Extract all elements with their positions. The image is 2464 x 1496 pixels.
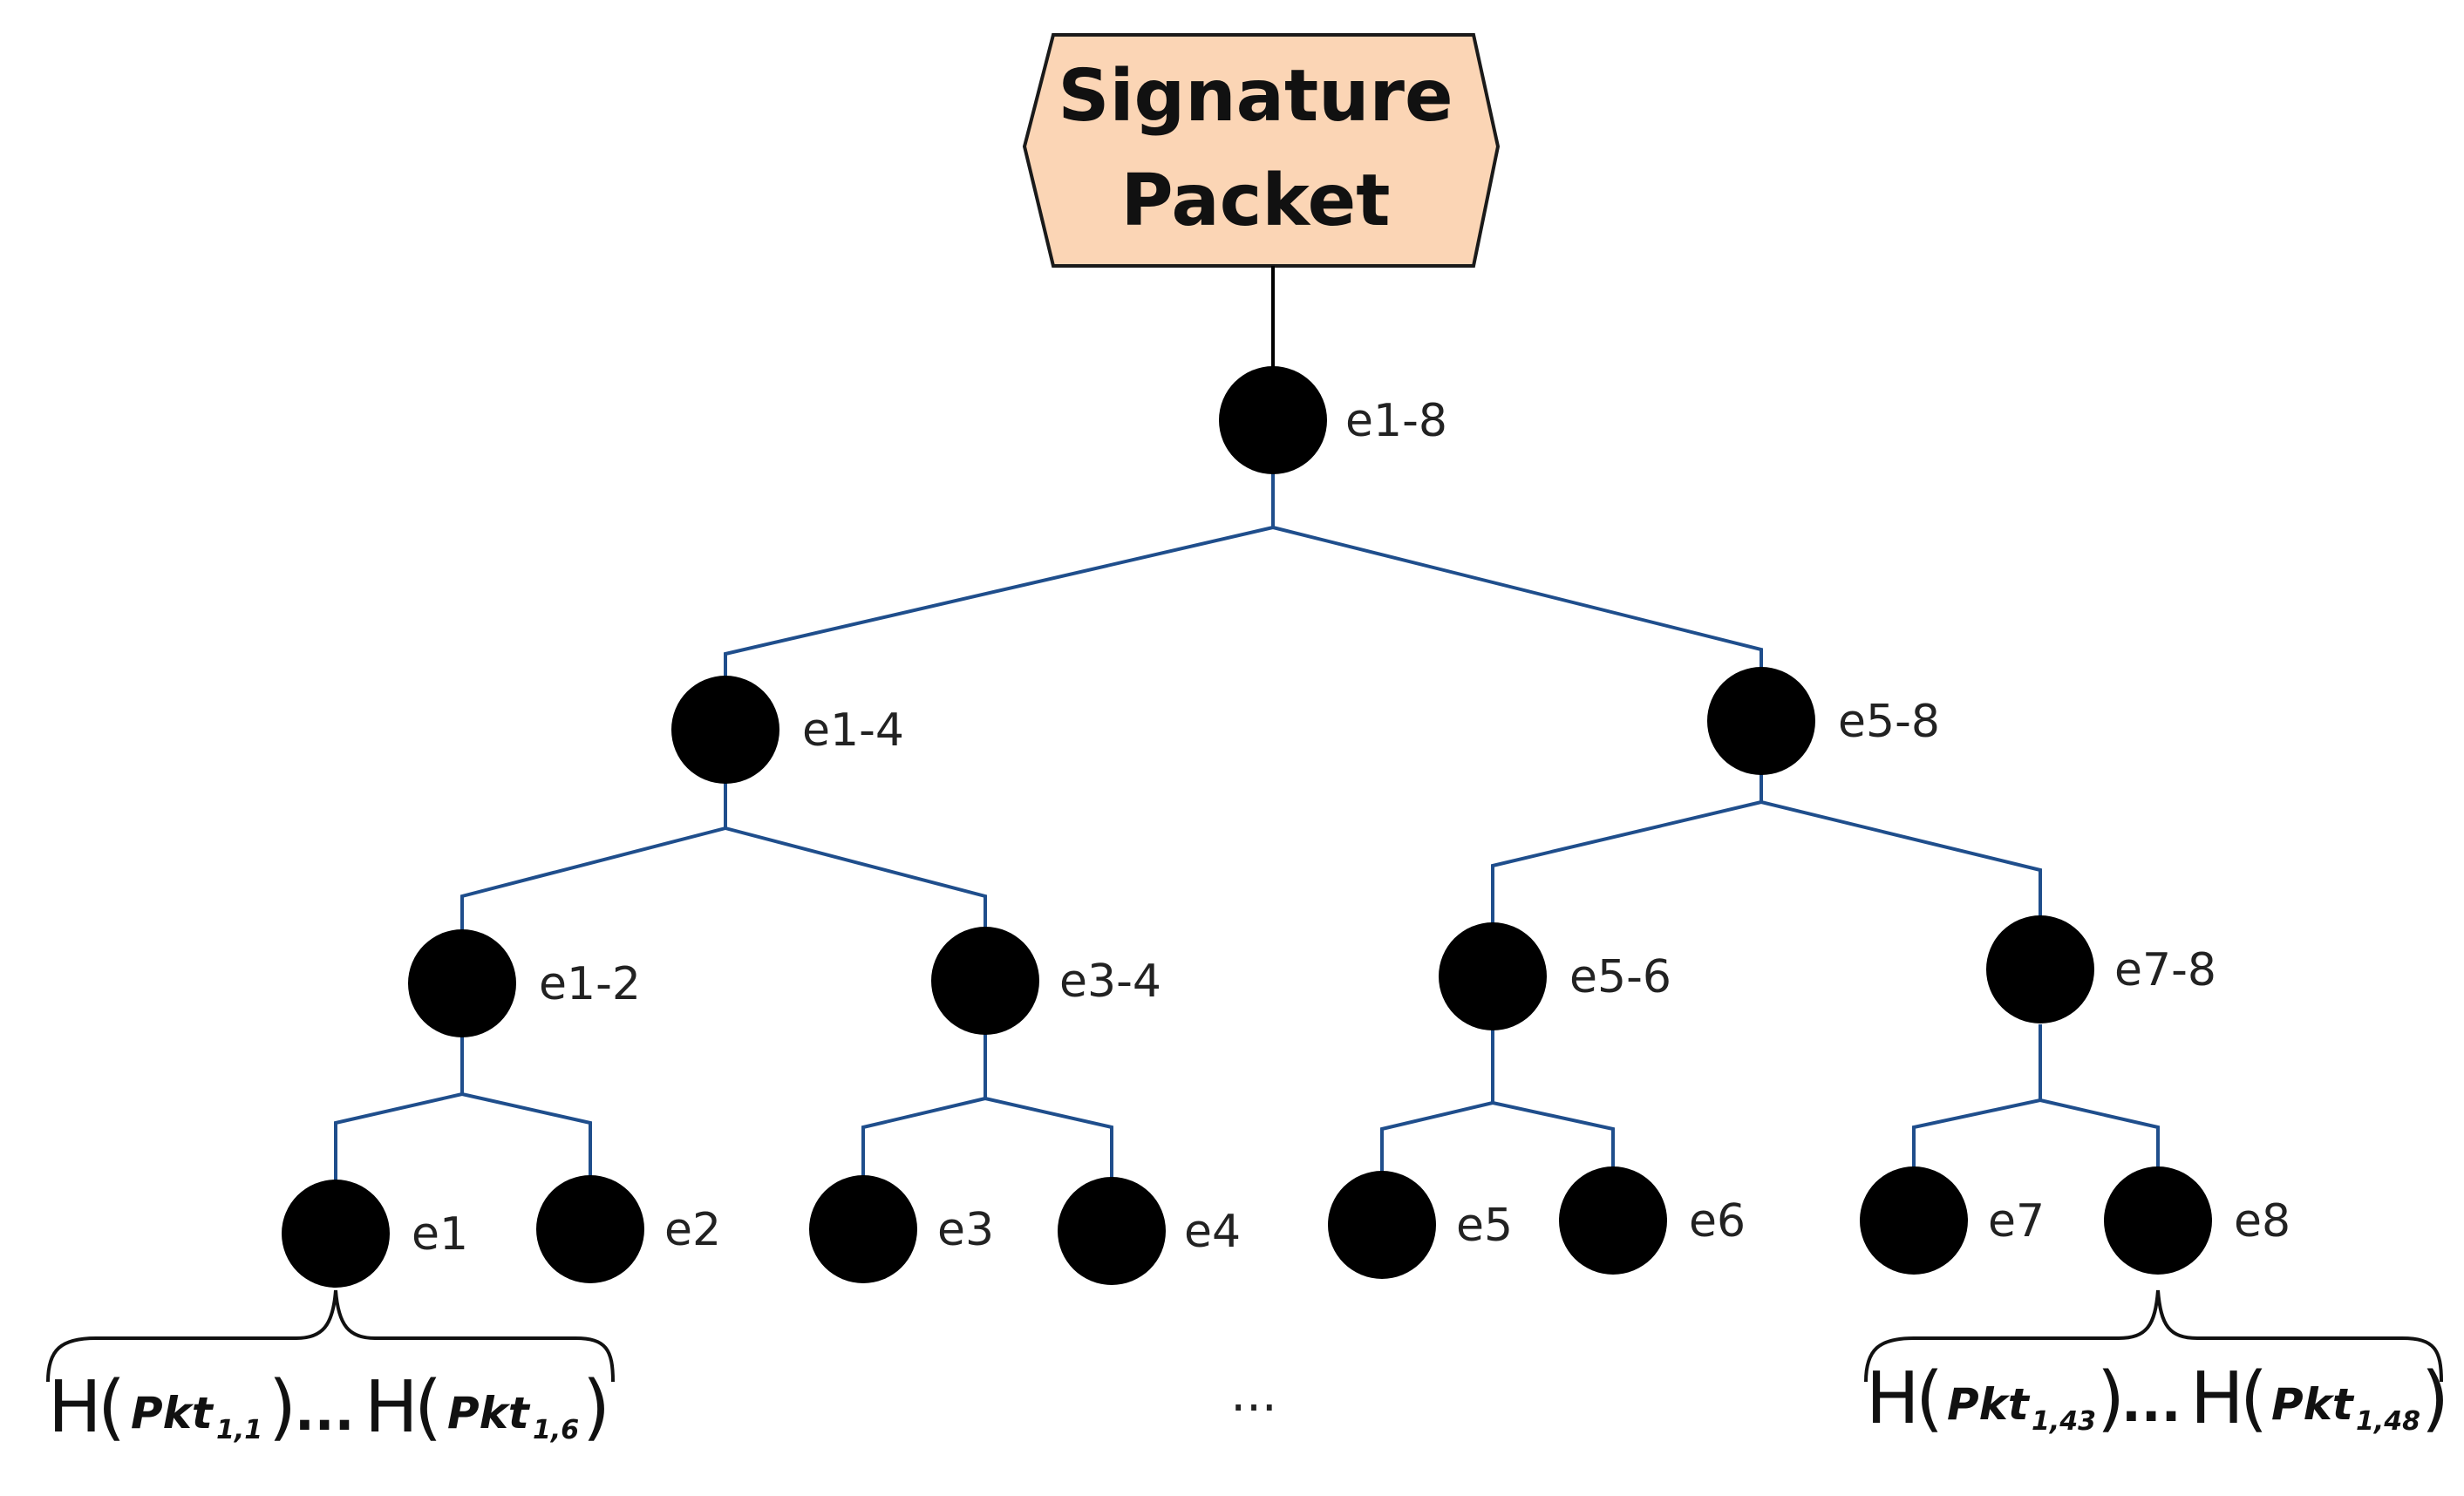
- label-e3-4: e3-4: [1059, 955, 1161, 1008]
- right-hash-close2: ): [2421, 1357, 2449, 1440]
- label-e1: e1: [412, 1208, 468, 1261]
- label-e1-2: e1-2: [539, 958, 641, 1010]
- tree-nodes: e1-8 e1-4 e5-8 e1-2 e3-4 e5-6 e7-8 e1 e2…: [282, 366, 2290, 1288]
- edge-e5-8-to-e7-8: [1760, 800, 2042, 924]
- edge-e7-8-to-e7: [1912, 1024, 2042, 1173]
- node-e4: [1058, 1177, 1166, 1285]
- node-e7: [1860, 1166, 1968, 1275]
- edge-e5-6-to-e5: [1380, 1029, 1494, 1177]
- label-e2: e2: [664, 1204, 721, 1256]
- label-e5-8: e5-8: [1838, 696, 1940, 748]
- node-e5: [1328, 1171, 1436, 1279]
- right-hash-h1: H: [1866, 1357, 1920, 1440]
- edge-e1-4-to-e1-2: [460, 767, 727, 937]
- right-brace: [1864, 1289, 2443, 1383]
- edge-e1-4-to-e3-4: [725, 826, 987, 937]
- node-e7-8: [1986, 915, 2094, 1023]
- left-hash-open2: (: [414, 1366, 442, 1449]
- label-e5: e5: [1456, 1200, 1513, 1252]
- edge-e1-8-to-e1-4: [724, 471, 1275, 697]
- label-e3: e3: [937, 1204, 994, 1256]
- left-hash-pkt1: Pkt: [131, 1388, 214, 1438]
- label-e7-8: e7-8: [2114, 944, 2216, 996]
- node-e5-6: [1439, 922, 1547, 1030]
- node-e8: [2104, 1166, 2212, 1275]
- node-e6: [1559, 1166, 1667, 1275]
- node-e2: [536, 1175, 644, 1283]
- left-hash-h2: H: [364, 1366, 419, 1449]
- right-hash-sub1: 1,43: [2032, 1406, 2096, 1437]
- signature-packet-hexagon: [1022, 33, 1501, 268]
- edge-e1-2-to-e2: [461, 1092, 592, 1177]
- middle-ellipsis: ...: [1230, 1366, 1276, 1423]
- label-e1-8: e1-8: [1345, 395, 1447, 447]
- edge-e3-4-to-e3: [861, 1033, 987, 1181]
- left-hash-range: H ( Pkt 1,1 ) ... H ( Pkt 1,6 ): [48, 1366, 610, 1449]
- left-hash-pkt2: Pkt: [447, 1388, 531, 1438]
- edge-e5-8-to-e5-6: [1491, 767, 1763, 928]
- left-hash-close1: ): [269, 1366, 296, 1449]
- left-hash-sub2: 1,6: [533, 1415, 579, 1445]
- edge-e1-8-to-e5-8: [1272, 526, 1763, 689]
- right-hash-pkt1: Pkt: [1947, 1379, 2031, 1430]
- label-e8: e8: [2234, 1195, 2290, 1248]
- left-brace: [46, 1289, 615, 1383]
- label-e4: e4: [1184, 1206, 1241, 1258]
- signature-packet-title-line1: Signature: [1058, 55, 1453, 138]
- right-hash-range: H ( Pkt 1,43 ) ... H ( Pkt 1,48 ): [1866, 1357, 2449, 1440]
- node-e3-4: [931, 927, 1039, 1035]
- node-e5-8: [1707, 667, 1815, 775]
- right-hash-open1: (: [1916, 1357, 1943, 1440]
- edge-e5-6-to-e6: [1492, 1101, 1615, 1173]
- signature-packet-node: Signature Packet: [1022, 33, 1501, 268]
- edge-e3-4-to-e4: [984, 1097, 1113, 1181]
- right-hash-close1: ): [2097, 1357, 2125, 1440]
- node-e1-8: [1219, 366, 1327, 474]
- node-e1: [282, 1180, 390, 1288]
- node-e1-2: [408, 929, 516, 1037]
- label-e5-6: e5-6: [1569, 951, 1671, 1003]
- label-e6: e6: [1689, 1195, 1746, 1248]
- tree-edges: [334, 471, 2160, 1181]
- left-hash-close2: ): [582, 1366, 610, 1449]
- right-hash-dots: ...: [2121, 1373, 2181, 1434]
- edge-e7-8-to-e8: [2039, 1098, 2160, 1173]
- left-hash-dots: ...: [295, 1382, 354, 1443]
- right-hash-sub2: 1,48: [2356, 1406, 2420, 1437]
- signature-packet-title-line2: Packet: [1121, 160, 1391, 242]
- node-e3: [809, 1175, 917, 1283]
- right-hash-h2: H: [2190, 1357, 2244, 1440]
- left-hash-open1: (: [98, 1366, 126, 1449]
- label-e1-4: e1-4: [802, 704, 904, 757]
- right-hash-pkt2: Pkt: [2271, 1379, 2355, 1430]
- right-hash-open2: (: [2240, 1357, 2268, 1440]
- left-hash-sub1: 1,1: [216, 1415, 262, 1445]
- left-hash-h1: H: [48, 1366, 102, 1449]
- node-e1-4: [671, 676, 779, 784]
- label-e7: e7: [1988, 1195, 2045, 1248]
